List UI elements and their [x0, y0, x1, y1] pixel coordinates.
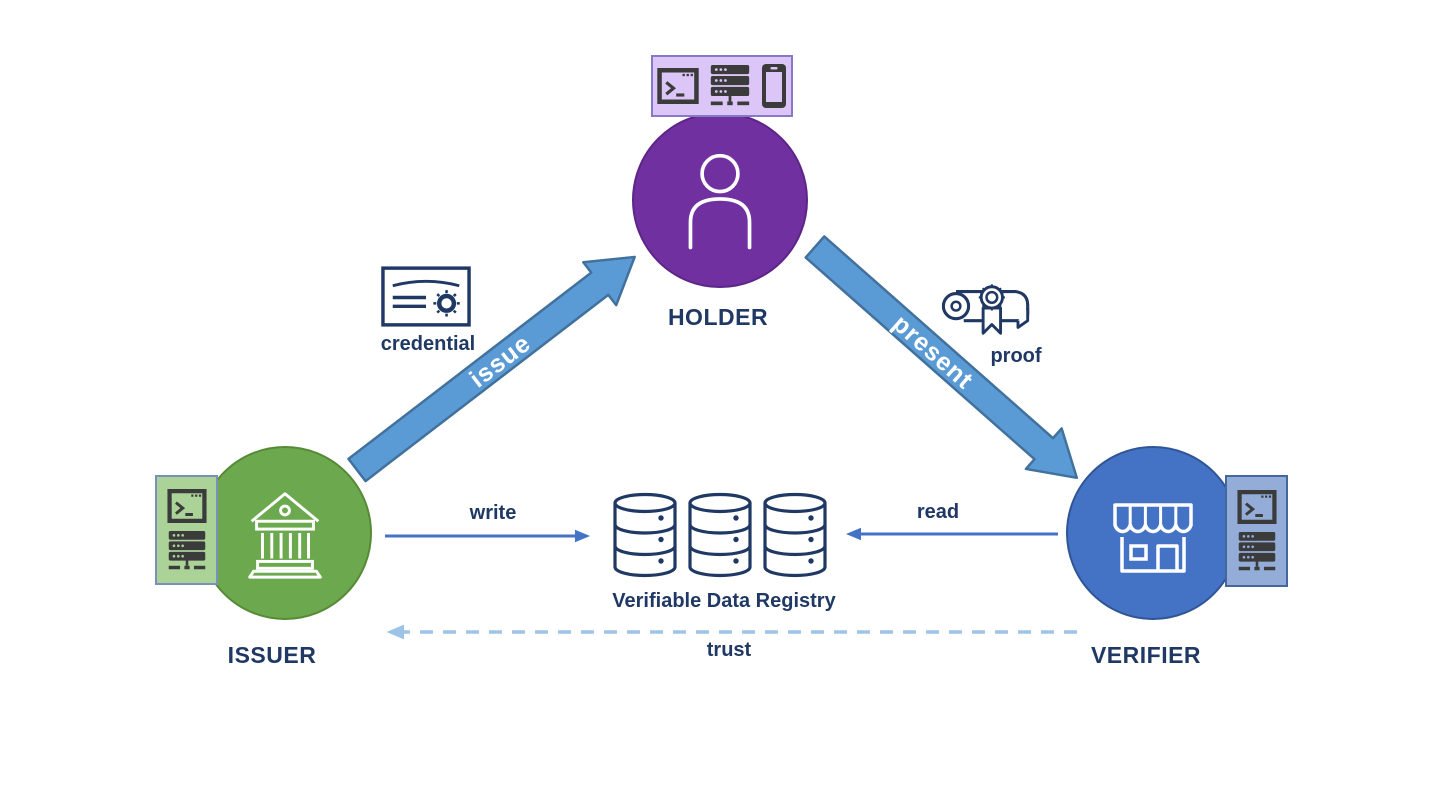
issuer-node: [198, 446, 372, 620]
present-arrow: present: [804, 235, 1079, 480]
database-icon: [613, 492, 677, 578]
bank-icon: [248, 492, 322, 579]
seal-gear-icon: [433, 290, 460, 317]
write-label: write: [469, 502, 517, 524]
verifier-node: [1066, 446, 1240, 620]
trust-label: trust: [706, 639, 752, 661]
diploma-seal-icon: [941, 284, 1030, 335]
proof-label: proof: [990, 345, 1042, 367]
server-icon: [710, 65, 750, 106]
rosette-icon: [978, 284, 1005, 311]
storefront-icon: [1113, 503, 1193, 573]
person-icon: [688, 153, 752, 250]
verifier-label: VERIFIER: [1090, 642, 1202, 668]
database-icon: [763, 492, 827, 578]
holder-label: HOLDER: [667, 304, 769, 330]
credential-label: credential: [380, 333, 476, 355]
terminal-icon: [657, 68, 699, 104]
server-icon: [1238, 532, 1275, 571]
holder-device-box: [651, 55, 793, 117]
server-icon: [168, 531, 205, 570]
terminal-icon: [1236, 490, 1277, 524]
issuer-device-box: [155, 475, 218, 585]
database-icon: [688, 492, 752, 578]
issuer-label: ISSUER: [227, 642, 317, 668]
terminal-icon: [166, 489, 207, 523]
read-label: read: [916, 501, 960, 523]
verifier-device-box: [1225, 475, 1288, 587]
holder-node: [632, 112, 808, 288]
registry-label: Verifiable Data Registry: [612, 590, 836, 612]
smartphone-icon: [762, 64, 786, 108]
certificate-icon: [381, 266, 471, 327]
